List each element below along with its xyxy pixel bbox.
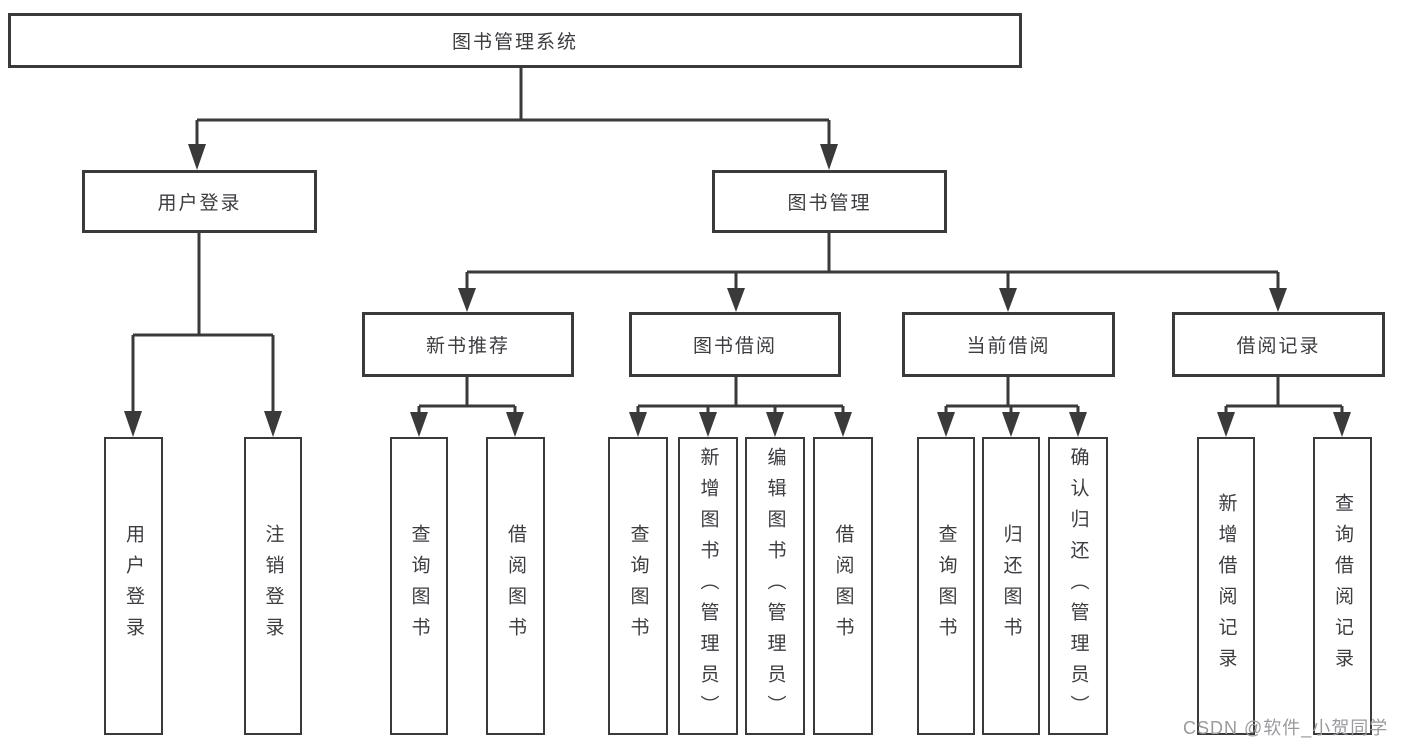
leaf-edit-books-admin: 编辑图书（管理员） [745,437,805,735]
node-user-login-label: 用户登录 [157,193,242,214]
node-borrowing-records-label: 借阅记录 [1236,336,1321,357]
leaf-user-login: 用户登录 [104,437,163,735]
leaf-borrow-books: 借阅图书 [813,437,873,735]
node-new-book-recommend: 新书推荐 [362,312,574,377]
leaf-query-books-recommend: 查询图书 [390,437,448,735]
node-user-login: 用户登录 [82,170,317,233]
leaf-query-books-borrowing: 查询图书 [608,437,668,735]
node-book-management-label: 图书管理 [787,193,872,214]
leaf-query-borrow-record: 查询借阅记录 [1313,437,1372,735]
leaf-add-borrow-record: 新增借阅记录 [1197,437,1255,735]
leaf-add-books-admin: 新增图书（管理员） [678,437,738,735]
leaf-query-books-current: 查询图书 [917,437,975,735]
node-book-borrowing: 图书借阅 [629,312,841,377]
node-root: 图书管理系统 [8,13,1022,68]
node-book-management: 图书管理 [712,170,947,233]
node-root-label: 图书管理系统 [451,32,578,53]
node-book-borrowing-label: 图书借阅 [692,336,777,357]
node-current-borrowing-label: 当前借阅 [966,336,1051,357]
csdn-watermark: CSDN @软件_小贺同学 [1183,718,1389,738]
leaf-logout: 注销登录 [244,437,302,735]
leaf-return-books: 归还图书 [982,437,1040,735]
leaf-confirm-return-admin: 确认归还（管理员） [1048,437,1108,735]
node-new-book-recommend-label: 新书推荐 [425,336,510,357]
node-borrowing-records: 借阅记录 [1172,312,1385,377]
node-current-borrowing: 当前借阅 [902,312,1115,377]
leaf-borrow-books-recommend: 借阅图书 [486,437,545,735]
